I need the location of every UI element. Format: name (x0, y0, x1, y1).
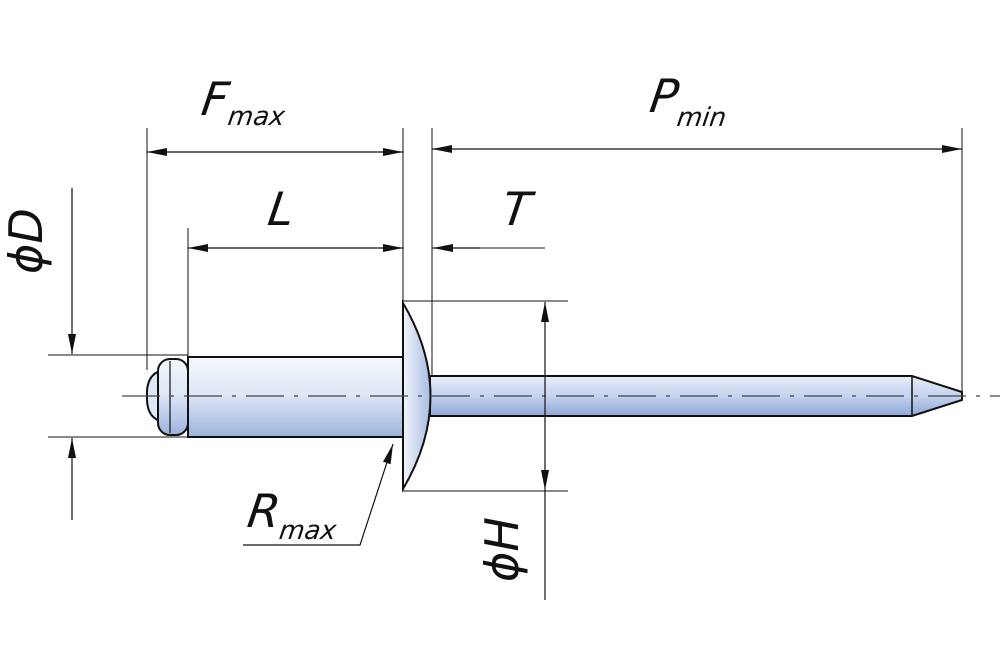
rivet-head (402, 299, 432, 493)
rivet-shank (187, 356, 404, 438)
label-p: Pmin (645, 69, 733, 133)
leader-r (243, 443, 394, 546)
label-d: ϕD (0, 208, 53, 274)
label-r: Rmax (243, 484, 343, 546)
mandrel-head (145, 358, 189, 436)
label-t: T (499, 182, 538, 236)
extension-lines (48, 128, 963, 492)
label-h: ϕH (475, 517, 529, 582)
label-l: L (265, 182, 298, 236)
label-f: Fmax (197, 72, 291, 132)
